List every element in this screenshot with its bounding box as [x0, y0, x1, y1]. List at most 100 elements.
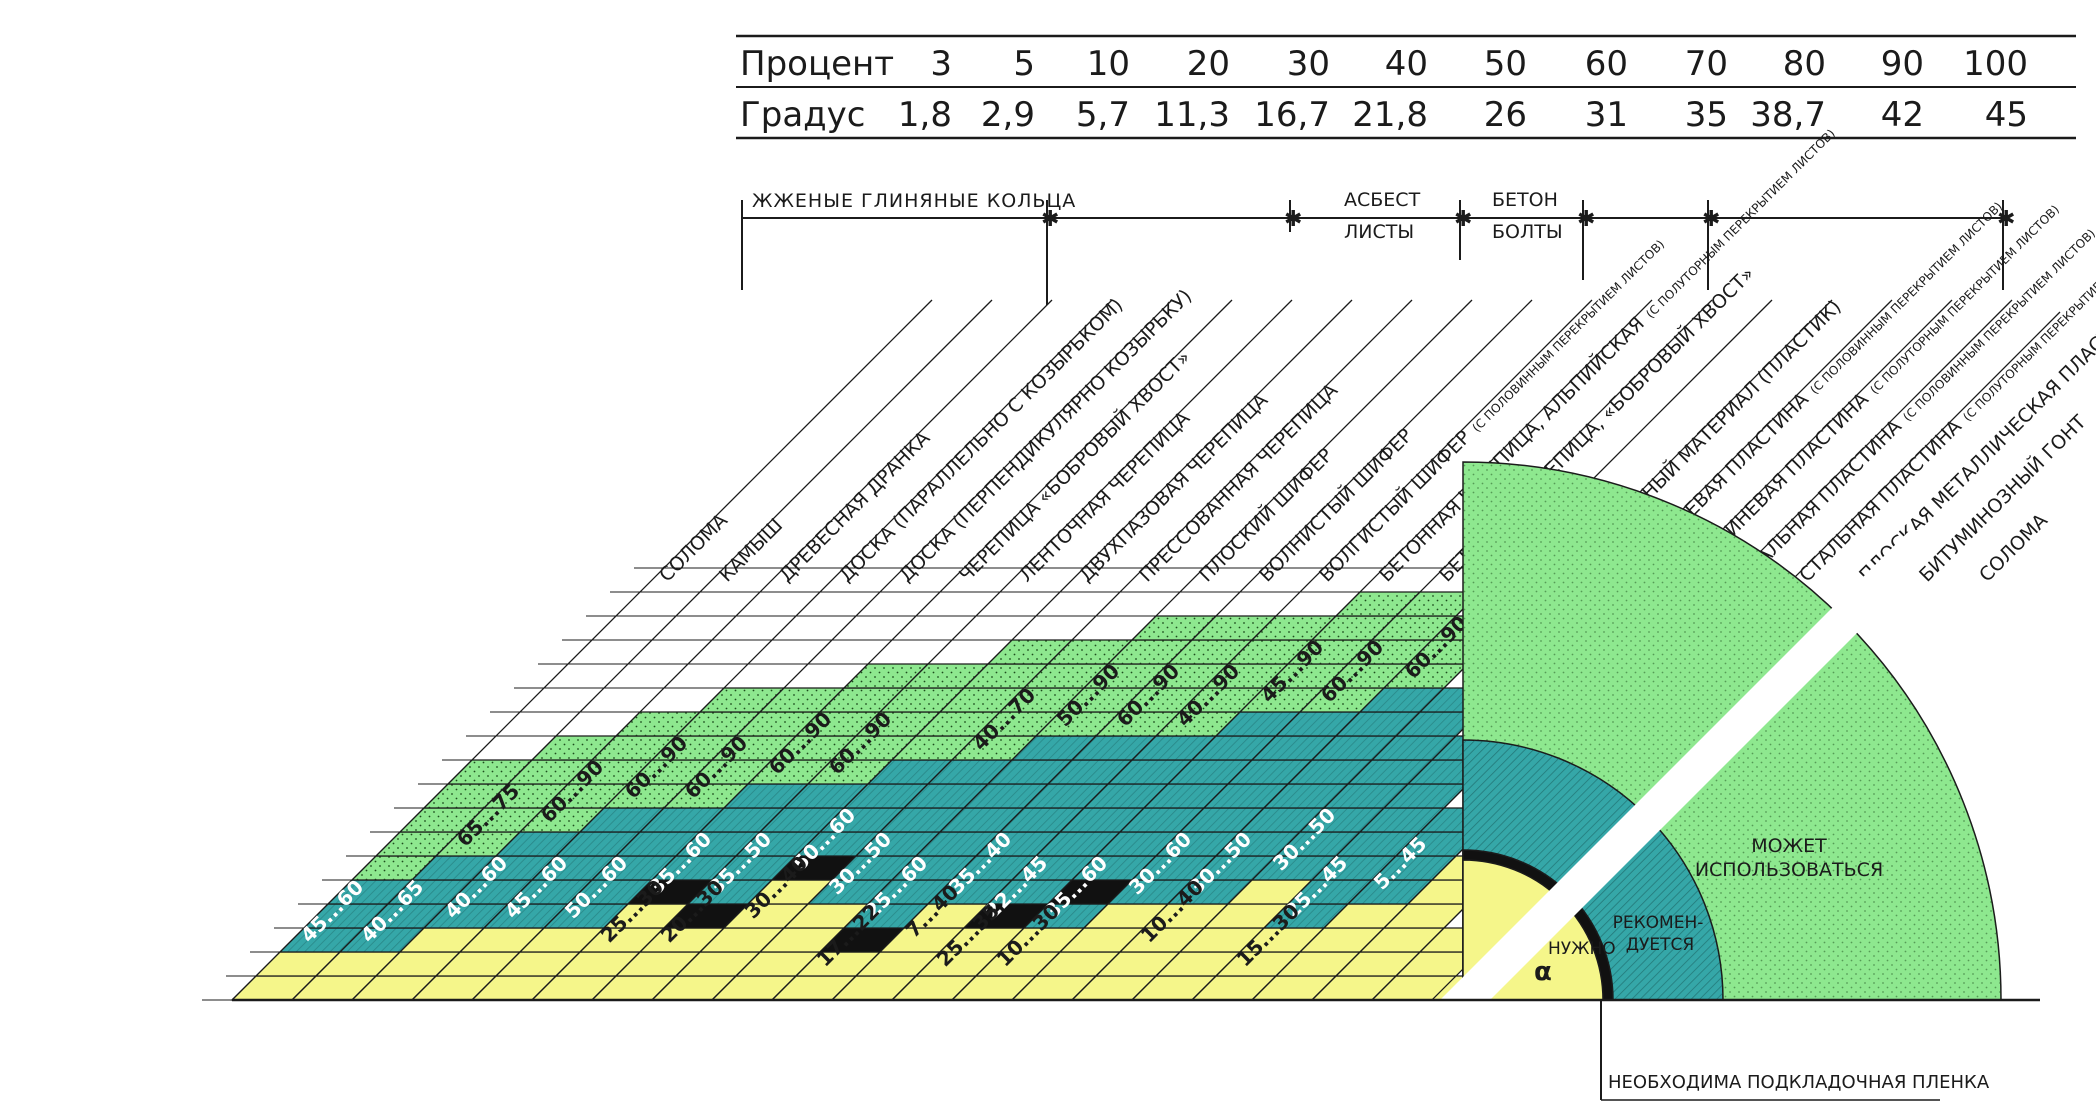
group-asbestos-label-2: ЛИСТЫ [1344, 221, 1414, 243]
degree-cell: 1,8 [898, 95, 952, 135]
grid-cell-hatch [532, 856, 616, 880]
percent-cell: 5 [1013, 44, 1035, 84]
grid-cell-dots [1036, 712, 1120, 736]
grid-cell-hatch [736, 832, 820, 856]
grid-cell-hatch [1276, 832, 1360, 856]
grid-cell-hatch [1192, 736, 1276, 760]
grid-cell-dots [1060, 688, 1144, 712]
grid-cell-dots [436, 832, 520, 856]
grid-cell-hatch [1132, 736, 1216, 760]
grid-cell-hatch [1216, 832, 1300, 856]
grid-cell-hatch [820, 808, 904, 832]
column-line [711, 299, 1413, 1001]
grid-cell-hatch [568, 880, 652, 904]
grid-cell-hatch [340, 928, 424, 952]
grid-cell-hatch [472, 856, 556, 880]
grid-cell-hatch [724, 784, 808, 808]
legend-recommended-label-1: РЕКОМЕН- [1613, 913, 1704, 933]
group-concrete-label-1: БЕТОН [1492, 189, 1558, 211]
column-line [651, 299, 1353, 1001]
column-line [471, 299, 1173, 1001]
grid-cell-hatch [988, 760, 1072, 784]
grid-cell-hatch [1348, 760, 1432, 784]
grid-cell-hatch [1264, 904, 1348, 928]
grid-cell-dots [1120, 688, 1204, 712]
grid-cell-hatch [1180, 808, 1264, 832]
grid-cell-hatch [1336, 832, 1420, 856]
group-asbestos-label-1: АСБЕСТ [1344, 189, 1421, 211]
grid-cell-dots [772, 736, 856, 760]
grid-cell-dots [568, 760, 652, 784]
percent-cell: 60 [1585, 44, 1628, 84]
grid-cell-hatch [1000, 808, 1084, 832]
percent-cell: 70 [1685, 44, 1728, 84]
grid-cell-dots [1168, 640, 1252, 664]
grid-cell-dots [520, 808, 604, 832]
grid-cell-hatch [1024, 904, 1108, 928]
grid-cell-dots [1156, 712, 1240, 736]
grid-cell-hatch [1264, 784, 1348, 808]
column-line [411, 299, 1113, 1001]
grid-cell-dots [484, 784, 568, 808]
grid-cell-hatch [928, 880, 1012, 904]
column-line [231, 299, 933, 1001]
grid-cell-hatch [1252, 736, 1336, 760]
grid-cell-dots [532, 736, 616, 760]
grid-cell-dots [1264, 664, 1348, 688]
column-line [591, 299, 1293, 1001]
grid-cell-dots [1144, 664, 1228, 688]
grid-cell-hatch [484, 904, 568, 928]
grid-cell-hatch [1108, 760, 1192, 784]
grid-cell-hatch [844, 904, 928, 928]
grid-cell-dots [460, 808, 544, 832]
grid-cell-dots [616, 712, 700, 736]
grid-cell-dots [1000, 688, 1084, 712]
grid-cell-dots [664, 784, 748, 808]
group-brackets [741, 200, 2004, 305]
grid-cell-hatch [280, 928, 364, 952]
grid-cell-hatch [688, 880, 772, 904]
grid-cell-hatch [1048, 760, 1132, 784]
grid-cell-hatch [1120, 808, 1204, 832]
degree-cell: 5,7 [1076, 95, 1130, 135]
grid-cell-hatch [916, 832, 1000, 856]
grid-cell-hatch [1084, 784, 1168, 808]
group-clay-label: ЖЖЕНЫЕ ГЛИНЯНЫЕ КОЛЬЦА [752, 190, 1076, 212]
percent-cell: 30 [1287, 44, 1330, 84]
grid-cell-hatch [1396, 832, 1480, 856]
svg-text:✱: ✱ [1577, 207, 1595, 232]
svg-text:✱: ✱ [1702, 207, 1720, 232]
grid-cell-hatch [940, 808, 1024, 832]
grid-cell-dots [952, 736, 1036, 760]
grid-cell-dots [748, 760, 832, 784]
grid-cell-hatch [976, 832, 1060, 856]
grid-cell-dots [448, 760, 532, 784]
column-line [831, 299, 1533, 1001]
grid-cell-hatch [1252, 856, 1336, 880]
grid-cell-hatch [904, 784, 988, 808]
grid-cell-hatch [1072, 736, 1156, 760]
grid-cell-hatch [652, 856, 736, 880]
grid-cell-hatch [1372, 856, 1456, 880]
grid-cell-dots [1240, 688, 1324, 712]
grid-cell-hatch [1216, 712, 1300, 736]
legend-separator [1440, 530, 1960, 1000]
grid-cell-hatch [1012, 736, 1096, 760]
grid-cell-hatch [1228, 760, 1312, 784]
column-line [891, 299, 1593, 1001]
percent-cell: 90 [1881, 44, 1924, 84]
grid-cell-hatch [304, 904, 388, 928]
degree-cell: 2,9 [981, 95, 1035, 135]
grid-cell-hatch [964, 784, 1048, 808]
grid-cell-dots [628, 760, 712, 784]
svg-text:✱: ✱ [1041, 207, 1059, 232]
grid-cell-dots [1300, 688, 1384, 712]
svg-text:✱: ✱ [1997, 207, 2015, 232]
degree-cell: 26 [1484, 95, 1527, 135]
grid-cell-dots [1132, 616, 1216, 640]
column-line [531, 299, 1233, 1001]
grid-cell-dots [904, 664, 988, 688]
degree-cell: 16,7 [1254, 95, 1330, 135]
grid-cell-hatch [892, 856, 976, 880]
